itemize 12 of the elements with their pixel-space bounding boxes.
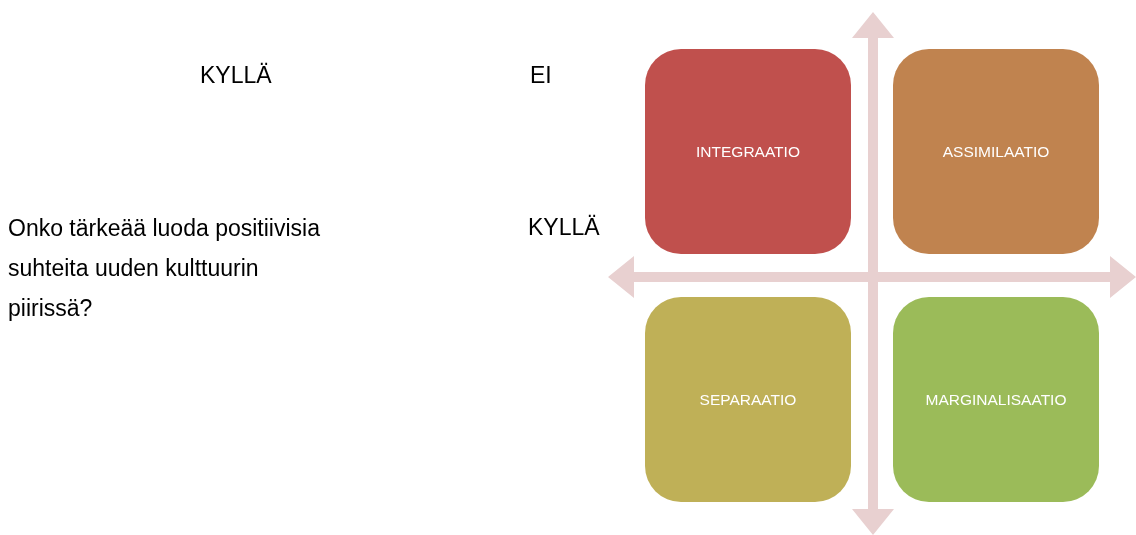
row-heading: KYLLÄ [528,214,600,241]
question-text: Onko tärkeää luoda positiivisia suhteita uuden kulttuurin piirissä? [8,214,321,323]
quadrant-box [893,297,1099,502]
column-heading: KYLLÄ [200,62,272,89]
column-heading: EI [530,62,552,89]
quadrant-label: INTEGRAATIO [696,142,800,161]
quadrant-box [893,49,1099,254]
quadrant-label: ASSIMILAATIO [942,142,1050,161]
quadrant-label: MARGINALISAATIO [925,390,1067,409]
quadrant-box [645,297,851,502]
quadrant-box [645,49,851,254]
quadrant-label: SEPARAATIO [699,390,797,409]
